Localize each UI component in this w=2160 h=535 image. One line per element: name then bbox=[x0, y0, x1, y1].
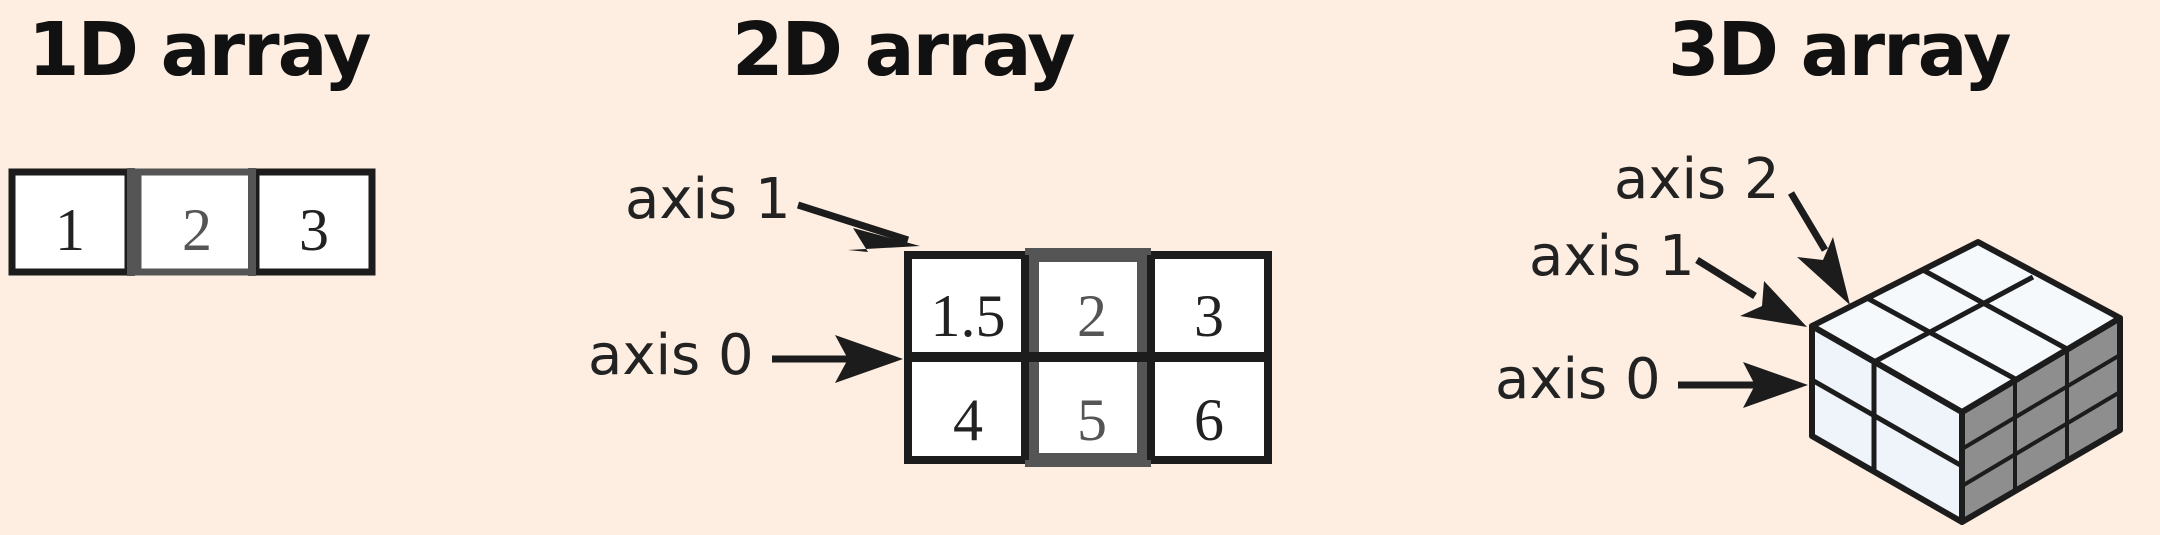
array-1d-cell-box-3 bbox=[252, 168, 376, 276]
array-1d: 1 2 3 bbox=[8, 168, 376, 276]
array-2d-cell-value: 3 bbox=[1194, 283, 1224, 349]
axis-1-arrowhead bbox=[848, 228, 920, 252]
array-3d-cube bbox=[1809, 239, 2123, 525]
array-1d-cell-value: 1 bbox=[55, 197, 85, 263]
panel-1d-array: 1D array 1 2 3 bbox=[8, 7, 376, 276]
array-1d-cell-box-1 bbox=[8, 168, 132, 276]
axis-1-arrow-3d bbox=[1695, 257, 1757, 299]
array-1d-cell-value: 2 bbox=[182, 197, 212, 263]
axis-label-axis-0: axis 0 bbox=[588, 323, 754, 388]
axis-0-arrowhead bbox=[835, 335, 903, 383]
array-2d-cell-value: 5 bbox=[1077, 387, 1107, 453]
panel-3d-array: 3D array axis 2 axis 1 axis 0 bbox=[1495, 7, 2123, 525]
title-3d-array: 3D array bbox=[1668, 7, 2010, 93]
array-2d-cell-value: 4 bbox=[953, 387, 983, 453]
array-1d-cell-box-2 bbox=[134, 168, 258, 276]
axis-1-arrow bbox=[796, 201, 910, 244]
axis-label-axis-0: axis 0 bbox=[1495, 347, 1661, 412]
array-2d-cell-value: 6 bbox=[1194, 387, 1224, 453]
array-1d-cell-value: 3 bbox=[299, 197, 329, 263]
panel-2d-array: 2D array axis 1 axis 0 1.5 2 3 4 5 6 bbox=[588, 7, 1272, 467]
axis-1-arrowhead-3d bbox=[1740, 281, 1807, 327]
axis-0-arrowhead-3d bbox=[1743, 362, 1808, 408]
cube-top-face bbox=[1809, 239, 2123, 415]
axis-2-arrow bbox=[1787, 191, 1829, 252]
axis-label-axis-1: axis 1 bbox=[625, 167, 791, 232]
axis-label-axis-1: axis 1 bbox=[1529, 224, 1695, 289]
title-2d-array: 2D array bbox=[732, 7, 1074, 93]
array-2d: 1.5 2 3 4 5 6 bbox=[904, 248, 1272, 467]
axis-label-axis-2: axis 2 bbox=[1614, 147, 1780, 212]
axis-2-arrowhead bbox=[1797, 237, 1850, 305]
array-2d-cell-value: 1.5 bbox=[931, 283, 1006, 349]
title-1d-array: 1D array bbox=[28, 7, 370, 93]
array-2d-cell-value: 2 bbox=[1077, 283, 1107, 349]
